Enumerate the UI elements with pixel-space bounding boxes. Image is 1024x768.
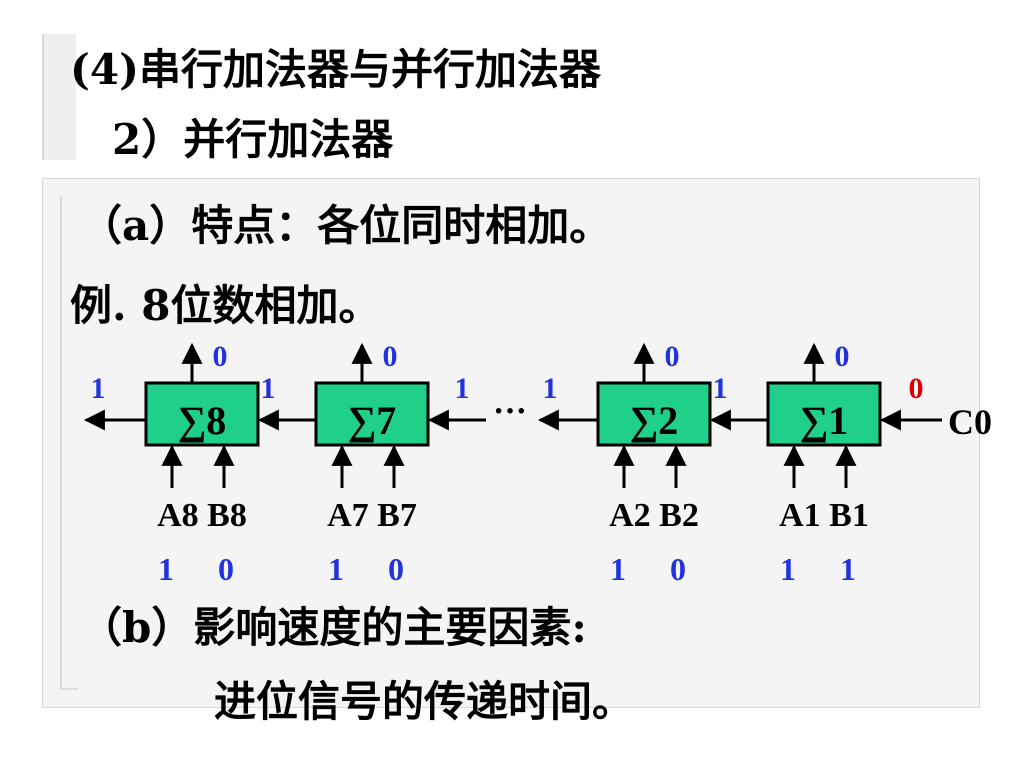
carry-out-value: 1	[713, 372, 728, 405]
adder-label: ∑1	[800, 398, 849, 443]
adder-box	[314, 381, 430, 447]
decorative-line	[60, 196, 62, 688]
adder-label: ∑7	[348, 398, 397, 443]
input-b-value: 0	[218, 551, 234, 587]
carry-out-value: 1	[91, 372, 106, 405]
input-a-value: 1	[158, 551, 174, 587]
carry-out-value: 1	[261, 372, 276, 405]
sum-value: 0	[383, 340, 398, 373]
adder-label: ∑2	[630, 398, 679, 443]
input-a-value: 1	[328, 551, 344, 587]
slide-subtitle: 2）并行加法器	[112, 115, 394, 164]
adder-label: ∑8	[178, 398, 227, 443]
input-b-value: 1	[840, 551, 856, 587]
input-labels: A2 B2	[609, 497, 699, 534]
sum-value: 0	[213, 340, 228, 373]
decorative-bar	[42, 34, 76, 160]
carry-in-value: 0	[909, 372, 924, 405]
input-labels: A8 B8	[157, 497, 247, 534]
input-a-value: 1	[610, 551, 626, 587]
input-b-value: 0	[388, 551, 404, 587]
example-text: 例. 8位数相加。	[70, 281, 381, 330]
input-b-value: 0	[670, 551, 686, 587]
point-b-detail-text: 进位信号的传递时间。	[214, 677, 635, 726]
carry-out-value: 1	[455, 372, 470, 405]
sum-value: 0	[835, 340, 850, 373]
decorative-line	[60, 688, 78, 690]
adder-box	[766, 381, 882, 447]
point-a-text: （a）特点：各位同时相加。	[80, 201, 612, 250]
input-labels: A1 B1	[779, 497, 869, 534]
adder-box	[596, 381, 712, 447]
adder-box	[144, 381, 260, 447]
input-a-value: 1	[780, 551, 796, 587]
ellipsis: ···	[493, 393, 527, 430]
carry-in-label: C0	[948, 402, 992, 442]
input-labels: A7 B7	[327, 497, 417, 534]
point-b-text: （b）影响速度的主要因素:	[80, 603, 587, 652]
sum-value: 0	[665, 340, 680, 373]
carry-out-value: 1	[543, 372, 558, 405]
slide-title: (4)串行加法器与并行加法器	[70, 45, 601, 94]
